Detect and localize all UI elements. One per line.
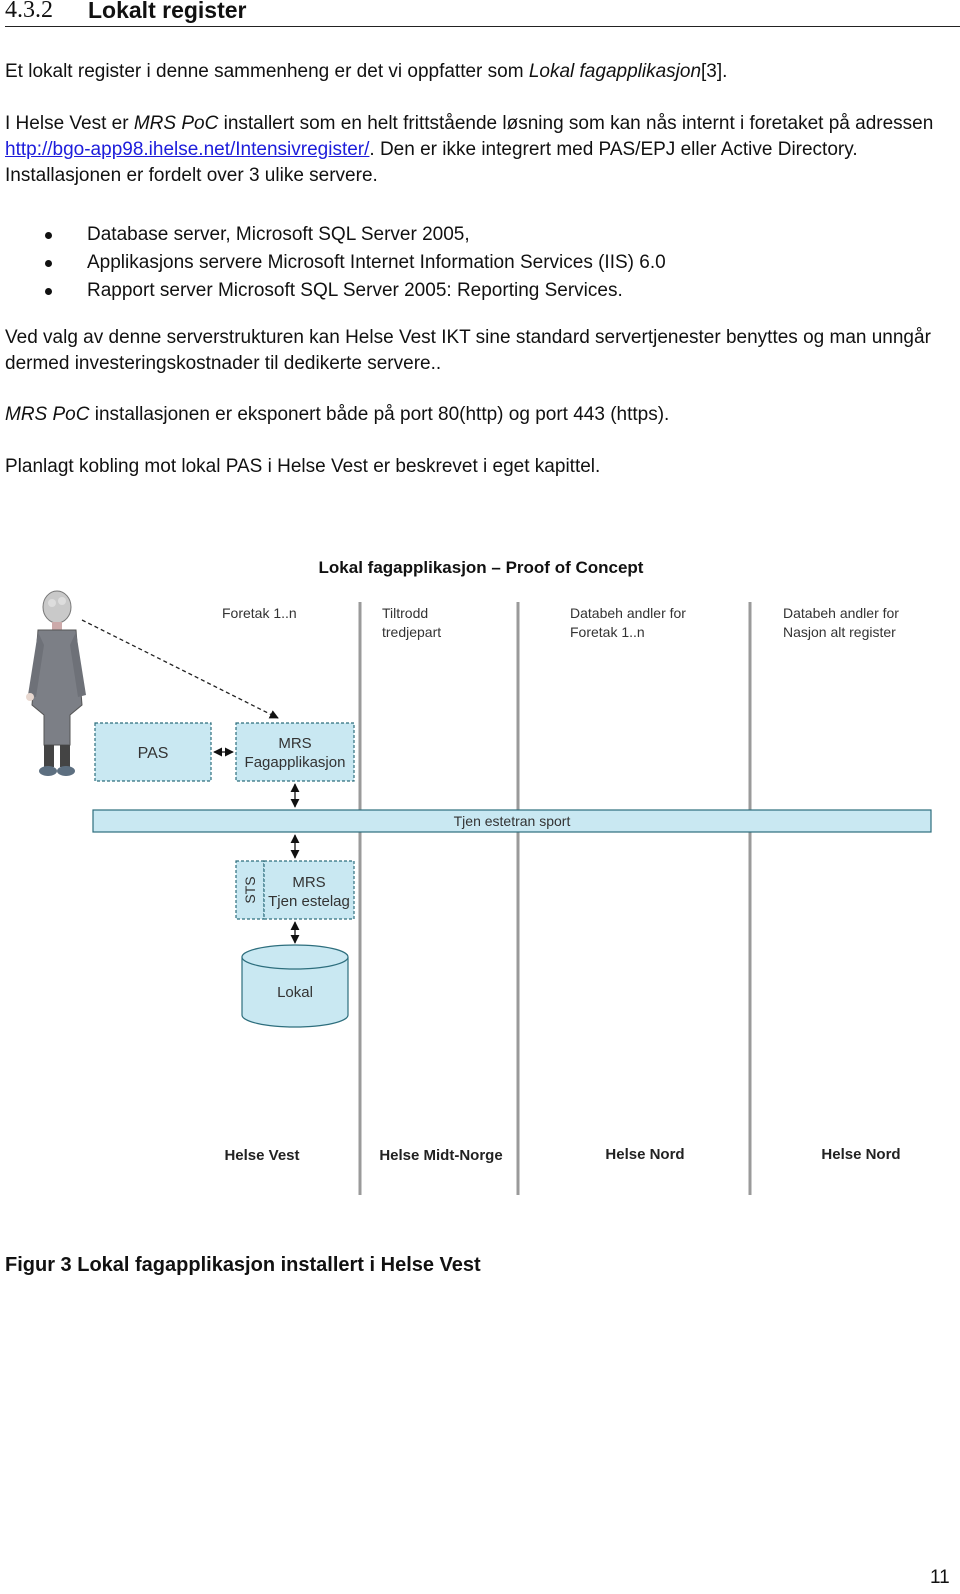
list-item-text: Rapport server Microsoft SQL Server 2005… bbox=[87, 280, 623, 301]
mrs-fagapplikasjon-box bbox=[235, 722, 355, 782]
intro-text-a: Et lokalt register i denne sammenheng er… bbox=[5, 61, 529, 82]
list-item: Rapport server Microsoft SQL Server 2005… bbox=[5, 277, 955, 305]
mrs-tjenestelag-label-line2: Tjen estelag bbox=[268, 893, 350, 910]
paragraph-intro: Et lokalt register i denne sammenheng er… bbox=[5, 59, 955, 85]
column-header-databehandler-nasjonalt-line2: Nasjon alt register bbox=[783, 624, 896, 640]
tjenestetransport-bus bbox=[92, 809, 932, 833]
column-header-databehandler-foretak-line2: Foretak 1..n bbox=[570, 624, 645, 640]
paragraph-pas-link: Planlagt kobling mot lokal PAS i Helse V… bbox=[5, 456, 601, 477]
region-label-helse-nord: Helse Nord bbox=[605, 1146, 684, 1163]
pas-label: PAS bbox=[138, 745, 169, 762]
tjenestetransport-label: Tjen estetran sport bbox=[454, 813, 571, 829]
database-label: Lokal bbox=[277, 984, 313, 1001]
column-header-tiltrodd-line2: tredjepart bbox=[382, 624, 441, 640]
section-heading: 4.3.2 Lokalt register bbox=[5, 0, 960, 27]
list-item-text: Database server, Microsoft SQL Server 20… bbox=[87, 224, 470, 245]
ports-text: installasjonen er eksponert både på port… bbox=[89, 404, 670, 425]
bullet-icon bbox=[45, 288, 52, 295]
list-item: Applikasjons servere Microsoft Internet … bbox=[5, 249, 955, 277]
install-text-2: installert som en helt frittstående løsn… bbox=[218, 113, 934, 134]
install-emphasis: MRS PoC bbox=[133, 113, 219, 134]
mrs-fagapplikasjon-label-line1: MRS bbox=[278, 735, 311, 752]
list-item: Database server, Microsoft SQL Server 20… bbox=[5, 221, 955, 249]
section-number: 4.3.2 bbox=[5, 0, 53, 23]
person-figure-icon bbox=[26, 590, 86, 776]
register-url-link[interactable]: http://bgo-app98.ihelse.net/Intensivregi… bbox=[5, 139, 370, 160]
intro-text-b: [3]. bbox=[701, 61, 728, 82]
mrs-fagapplikasjon-label-line2: Fagapplikasjon bbox=[245, 754, 346, 771]
bullet-icon bbox=[45, 232, 52, 239]
mrs-tjenestelag-box bbox=[263, 860, 355, 920]
region-label-helse-midt-norge: Helse Midt-Norge bbox=[379, 1147, 502, 1164]
paragraph-installation: I Helse Vest er MRS PoC installert som e… bbox=[5, 111, 955, 189]
server-list: Database server, Microsoft SQL Server 20… bbox=[5, 221, 955, 305]
database-icon bbox=[241, 944, 349, 1028]
ports-emphasis: MRS PoC bbox=[5, 404, 90, 425]
pas-box bbox=[94, 722, 212, 782]
install-text-1: I Helse Vest er bbox=[5, 113, 134, 134]
column-header-databehandler-nasjonalt: Databeh andler for bbox=[783, 605, 899, 621]
page-number: 11 bbox=[930, 1567, 950, 1588]
diagram-title: Lokal fagapplikasjon – Proof of Concept bbox=[319, 558, 644, 577]
sts-label: STS bbox=[242, 876, 258, 903]
list-item-text: Applikasjons servere Microsoft Internet … bbox=[87, 252, 666, 273]
paragraph-ports: MRS PoC installasjonen er eksponert både… bbox=[5, 402, 955, 428]
column-header-databehandler-foretak: Databeh andler for bbox=[570, 605, 686, 621]
user-connector bbox=[81, 619, 279, 719]
region-label-helse-nord-national: Helse Nord bbox=[821, 1146, 900, 1163]
intro-emphasis: Lokal fagapplikasjon bbox=[528, 61, 702, 82]
figure-caption: Figur 3 Lokal fagapplikasjon installert … bbox=[5, 1254, 481, 1276]
mrs-tjenestelag-label-line1: MRS bbox=[292, 874, 325, 891]
architecture-diagram: Lokal fagapplikasjon – Proof of Concept … bbox=[26, 558, 932, 1195]
region-label-helse-vest: Helse Vest bbox=[224, 1147, 299, 1164]
column-header-foretak: Foretak 1..n bbox=[222, 605, 297, 621]
column-header-tiltrodd: Tiltrodd bbox=[382, 605, 428, 621]
sts-box bbox=[235, 860, 265, 920]
paragraph-server-structure: Ved valg av denne serverstrukturen kan H… bbox=[5, 327, 931, 374]
section-title: Lokalt register bbox=[88, 0, 247, 23]
bullet-icon bbox=[45, 260, 52, 267]
install-text-3: . Den er ikke integrert med PAS/EPJ elle… bbox=[5, 139, 858, 186]
